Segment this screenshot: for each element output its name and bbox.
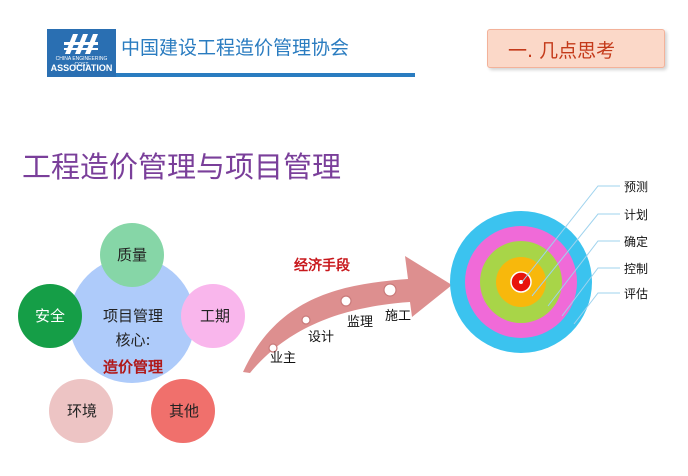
core-circle <box>69 257 195 383</box>
core-label-line1: 项目管理 <box>103 307 163 325</box>
target-label-determine: 确定 <box>624 234 648 249</box>
section-badge-label: 一. 几点思考 <box>508 40 616 62</box>
stage-dot-owner <box>268 343 278 353</box>
target-label-control: 控制 <box>624 262 648 276</box>
callout-line-determine <box>547 240 620 307</box>
callout-line-predict <box>521 185 620 283</box>
arrow-shape <box>243 256 452 373</box>
organization-name: 中国建设工程造价管理协会 <box>121 37 350 59</box>
stage-label-owner: 业主 <box>270 351 296 366</box>
callout-line-control <box>561 267 620 317</box>
target-diagram: 预测 计划 确定 控制 评估 <box>450 180 648 353</box>
page-title: 工程造价管理与项目管理 <box>22 150 342 184</box>
header: CHINA ENGINEERING COST ASSOCIATION 中国建设工… <box>47 29 415 77</box>
petal-label-quality: 质量 <box>117 246 147 264</box>
petal-other <box>151 379 215 443</box>
association-logo: CHINA ENGINEERING COST ASSOCIATION <box>47 29 116 77</box>
target-label-plan: 计划 <box>624 208 648 222</box>
petal-label-schedule: 工期 <box>200 307 230 325</box>
logo-text-small: CHINA ENGINEERING COST <box>55 56 108 68</box>
petal-schedule <box>181 284 245 348</box>
logo-text-big: ASSOCIATION <box>50 63 113 73</box>
petal-environment <box>49 379 113 443</box>
callout-lines <box>521 185 620 325</box>
header-underline <box>116 73 415 77</box>
logo-emblem-icon <box>64 34 98 54</box>
core-label-line2: 核心: <box>115 331 150 349</box>
stage-label-construction: 施工 <box>385 309 411 324</box>
callout-line-plan <box>531 213 620 297</box>
petal-label-safety: 安全 <box>35 307 65 325</box>
target-center-dot <box>519 280 523 284</box>
callout-line-evaluate <box>573 292 620 325</box>
stage-label-supervision: 监理 <box>347 315 373 330</box>
project-management-cluster: 质量 工期 其他 环境 安全 项目管理 核心: 造价管理 <box>18 223 245 443</box>
petal-label-other: 其他 <box>169 402 199 420</box>
economic-means-arrow: 经济手段 业主 设计 监理 施工 <box>243 256 452 373</box>
petal-safety <box>18 284 82 348</box>
arrow-label: 经济手段 <box>294 257 350 274</box>
petal-quality <box>100 223 164 287</box>
section-badge: 一. 几点思考 <box>487 29 665 68</box>
target-label-evaluate: 评估 <box>624 287 648 301</box>
stage-dot-design <box>301 315 311 325</box>
target-label-predict: 预测 <box>624 180 648 194</box>
stage-dot-supervision <box>340 295 352 307</box>
stage-dot-construction <box>383 283 397 297</box>
petal-label-environment: 环境 <box>67 402 97 420</box>
stage-label-design: 设计 <box>308 330 334 345</box>
core-label-emphasis: 造价管理 <box>103 358 163 376</box>
